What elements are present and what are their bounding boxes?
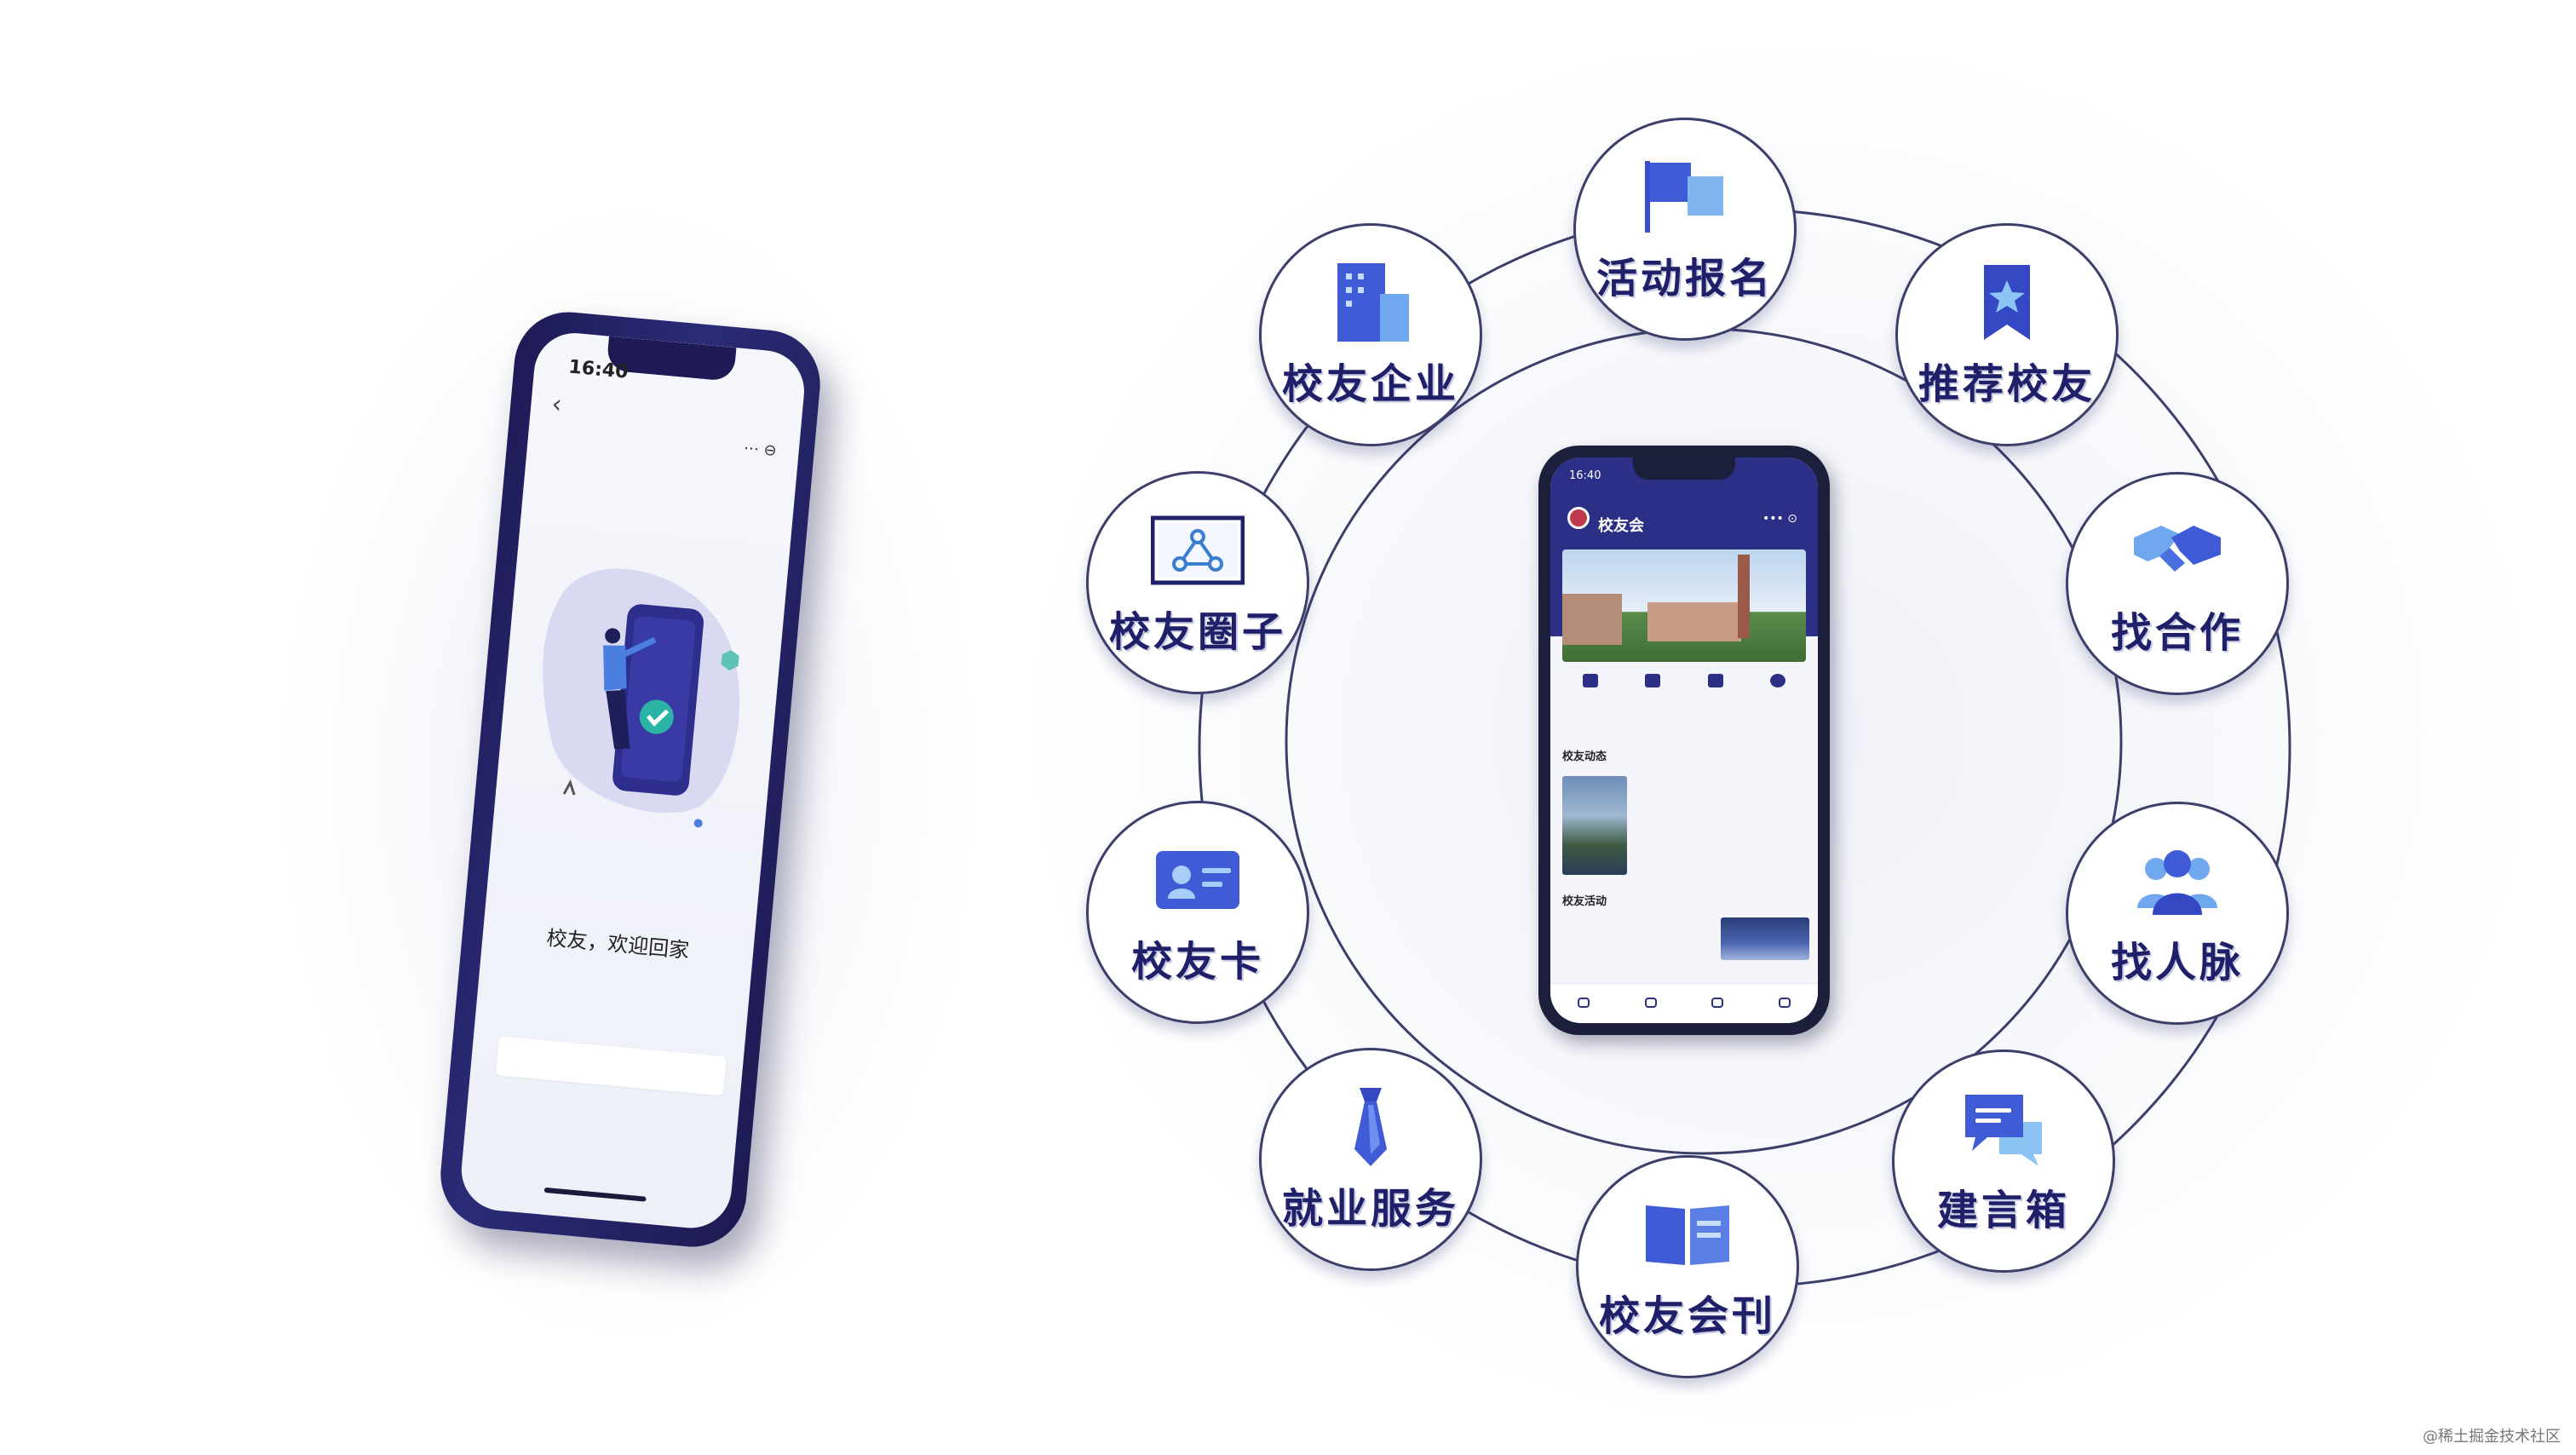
feature-label: 找合作 bbox=[2110, 609, 2244, 657]
feature-alumni-circle[interactable]: 校友圈子 bbox=[1086, 471, 1309, 694]
quick-item[interactable] bbox=[1752, 674, 1803, 725]
feature-activity-signup[interactable]: 活动报名 bbox=[1573, 118, 1797, 341]
left-phone-screen: 16:40 ‹ ⋯ ⊖ 校友，欢迎回家 bbox=[457, 329, 808, 1232]
tab-doc[interactable] bbox=[1711, 997, 1724, 1010]
feature-find-network[interactable]: 找人脉 bbox=[2066, 802, 2289, 1025]
quick-menu bbox=[1559, 674, 1809, 725]
feature-label: 校友圈子 bbox=[1108, 608, 1286, 656]
more-dots-icon[interactable]: ••• ⊙ bbox=[1762, 512, 1797, 526]
section-activity-title: 校友活动 bbox=[1562, 895, 1607, 908]
phone-notch bbox=[1633, 457, 1735, 480]
feature-alumni-journal[interactable]: 校友会刊 bbox=[1576, 1155, 1799, 1378]
people-network-icon bbox=[2137, 850, 2217, 915]
feature-label: 校友企业 bbox=[1281, 360, 1459, 408]
feature-label: 推荐校友 bbox=[1918, 360, 2096, 408]
app-name: 校友会 bbox=[1598, 517, 1644, 535]
feature-find-cooperation[interactable]: 找合作 bbox=[2066, 472, 2289, 695]
quick-item[interactable] bbox=[1690, 674, 1741, 725]
quick-item[interactable] bbox=[1627, 674, 1678, 725]
tab-home[interactable] bbox=[1578, 997, 1590, 1010]
activity-thumbnail[interactable] bbox=[1721, 917, 1809, 960]
feature-employment-services[interactable]: 就业服务 bbox=[1259, 1048, 1482, 1271]
school-logo bbox=[1567, 507, 1590, 529]
center-phone-screen: 16:40 校友会 ••• ⊙ bbox=[1550, 457, 1818, 1023]
building-icon bbox=[1645, 674, 1661, 687]
feature-label: 建言箱 bbox=[1936, 1187, 2070, 1234]
handshake-icon bbox=[2134, 526, 2221, 572]
feature-label: 校友卡 bbox=[1130, 938, 1264, 986]
quick-item[interactable] bbox=[1565, 674, 1616, 725]
chat-bubble-icon bbox=[1965, 1095, 2042, 1166]
section-news-title: 校友动态 bbox=[1562, 751, 1607, 763]
feature-recommend-alumni[interactable]: 推荐校友 bbox=[1895, 223, 2119, 446]
cloud-icon bbox=[1770, 674, 1786, 687]
necktie-icon bbox=[1354, 1088, 1387, 1166]
feature-label: 活动报名 bbox=[1596, 255, 1774, 302]
flag-icon bbox=[1645, 161, 1723, 233]
center-phone: 16:40 校友会 ••• ⊙ bbox=[1538, 446, 1830, 1035]
tab-person[interactable] bbox=[1644, 997, 1657, 1010]
bottom-tab-bar bbox=[1550, 983, 1818, 1023]
news-thumbnail[interactable] bbox=[1562, 776, 1627, 875]
feature-suggestion-box[interactable]: 建言箱 bbox=[1892, 1050, 2115, 1273]
welcome-illustration bbox=[543, 568, 740, 828]
feature-label: 找人脉 bbox=[2110, 939, 2244, 986]
star-badge-icon bbox=[1984, 265, 2030, 340]
person-icon bbox=[1644, 997, 1657, 1008]
home-icon bbox=[1578, 997, 1590, 1008]
open-book-icon bbox=[1646, 1205, 1729, 1265]
banner-building bbox=[1647, 602, 1741, 641]
feature-alumni-card[interactable]: 校友卡 bbox=[1086, 801, 1309, 1024]
user-icon bbox=[1778, 997, 1791, 1008]
people-icon bbox=[1707, 674, 1723, 687]
banner-building bbox=[1562, 594, 1622, 645]
campus-banner[interactable] bbox=[1562, 549, 1806, 662]
doc-icon bbox=[1711, 997, 1724, 1008]
card-icon bbox=[1582, 674, 1598, 687]
status-time: 16:40 bbox=[1569, 469, 1601, 482]
feature-label: 就业服务 bbox=[1281, 1185, 1459, 1233]
id-card-icon bbox=[1156, 851, 1239, 909]
office-building-icon bbox=[1337, 263, 1409, 342]
left-phone: 16:40 ‹ ⋯ ⊖ 校友，欢迎回家 bbox=[435, 307, 825, 1252]
network-monitor-icon bbox=[1151, 515, 1245, 585]
feature-label: 校友会刊 bbox=[1598, 1292, 1776, 1340]
tab-user[interactable] bbox=[1778, 997, 1791, 1010]
watermark: @稀土掘金技术社区 bbox=[2423, 1428, 2561, 1446]
banner-tower bbox=[1738, 555, 1750, 638]
feature-alumni-enterprise[interactable]: 校友企业 bbox=[1259, 223, 1482, 446]
